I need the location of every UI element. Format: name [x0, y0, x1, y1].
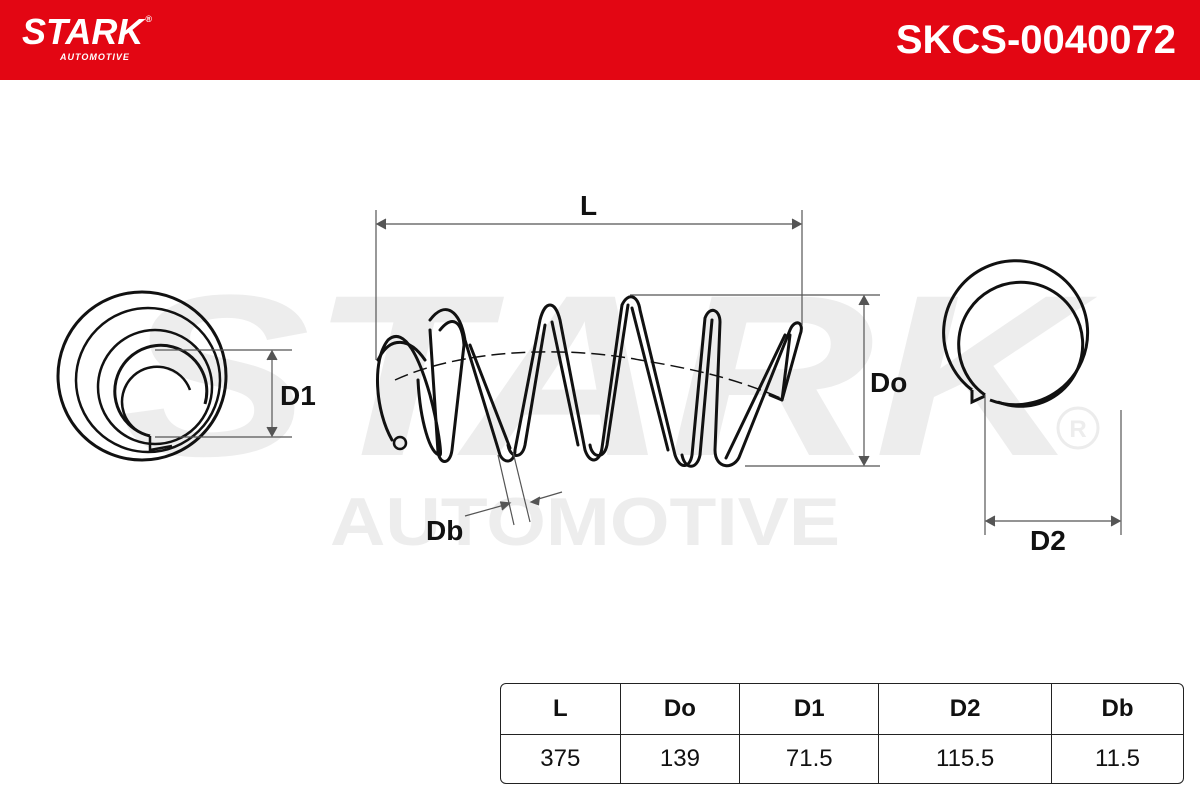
spec-value-db: 11.5 [1095, 745, 1140, 772]
spec-header-d2: D2 [879, 684, 1053, 735]
label-l: L [580, 190, 597, 221]
brand-header: STARK® AUTOMOTIVE SKCS-0040072 [0, 0, 1200, 80]
spec-header-do: Do [620, 684, 741, 735]
label-d2: D2 [1030, 525, 1066, 556]
logo-registered-mark: ® [145, 14, 152, 24]
watermark-registered-circle [1056, 406, 1100, 450]
spec-header-d1: D1 [740, 684, 880, 735]
label-db: Db [426, 515, 463, 546]
spec-header-l: L [501, 684, 621, 735]
watermark: STARK AUTOMOTIVE R [120, 247, 1100, 560]
label-d1: D1 [280, 380, 316, 411]
spec-value-d2: 115.5 [879, 735, 1053, 783]
dimension-l [375, 210, 803, 360]
part-number: SKCS-0040072 [895, 18, 1176, 62]
watermark-registered-mark: R [1069, 416, 1086, 443]
label-do: Do [870, 367, 907, 398]
dimension-db [464, 451, 563, 526]
spec-table-value-row: 375 139 71.5 115.5 11.5 [501, 735, 1183, 783]
end-view-top [56, 290, 228, 462]
spec-value-do: 139 [621, 735, 741, 783]
watermark-subtitle: AUTOMOTIVE [330, 484, 840, 560]
stark-logo: STARK® AUTOMOTIVE [22, 11, 152, 63]
spec-value-d1: 71.5 [740, 735, 880, 783]
dimension-d1 [155, 349, 292, 438]
dimension-do [630, 294, 880, 467]
spring-technical-drawing: STARK AUTOMOTIVE R D1 [56, 190, 1122, 560]
spec-table-header-row: L Do D1 D2 Db [501, 684, 1183, 735]
spec-table: L Do D1 D2 Db 375 139 71.5 115.5 11.5 [500, 683, 1184, 784]
logo-subtitle: AUTOMOTIVE [60, 52, 130, 62]
spec-header-db: Db [1052, 684, 1183, 735]
logo-wordmark: STARK [22, 11, 144, 52]
watermark-wordmark: STARK [120, 247, 1098, 504]
spring-axis-curve [394, 351, 786, 401]
spec-value-l: 375 [501, 735, 621, 783]
dimension-d2 [984, 395, 1122, 535]
end-view-bottom [942, 259, 1090, 408]
spring-side-view [375, 295, 803, 468]
